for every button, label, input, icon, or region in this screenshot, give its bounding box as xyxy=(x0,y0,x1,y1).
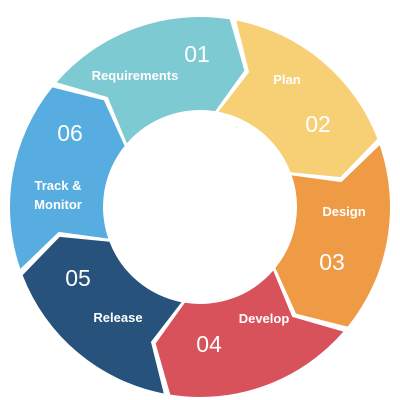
stage-number-01: 01 xyxy=(184,41,210,67)
segment-01 xyxy=(56,17,245,144)
stage-label-06-line-1: Track & xyxy=(35,178,82,193)
segment-03 xyxy=(275,145,391,327)
stage-label-04: Develop xyxy=(239,311,290,326)
stage-label-05: Release xyxy=(93,310,142,325)
segment-06 xyxy=(9,87,125,269)
stage-label-02: Plan xyxy=(273,72,301,87)
stage-label-03: Design xyxy=(322,204,365,219)
stage-number-04: 04 xyxy=(196,331,222,357)
stage-label-01: Requirements xyxy=(92,68,179,83)
stage-number-06: 06 xyxy=(57,120,83,146)
center-mark: ' xyxy=(236,125,238,135)
stage-number-03: 03 xyxy=(319,249,345,275)
segment-02 xyxy=(218,20,378,178)
segment-05 xyxy=(22,236,182,394)
stage-number-05: 05 xyxy=(65,265,91,291)
segments-layer xyxy=(9,17,391,397)
stage-number-02: 02 xyxy=(305,111,331,137)
segment-04 xyxy=(155,270,344,397)
stage-label-06-line-2: Monitor xyxy=(34,197,82,212)
